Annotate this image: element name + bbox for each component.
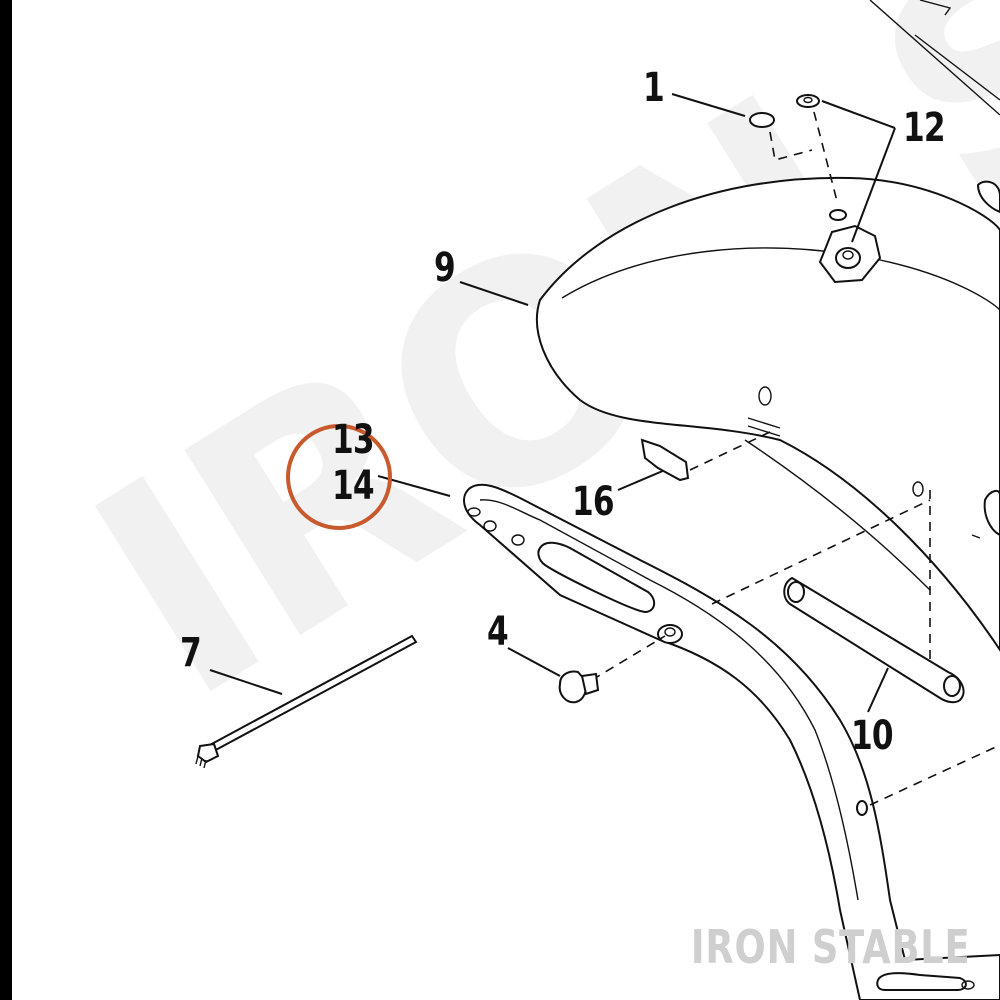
strut-bottom-slot [876,972,967,991]
leader-1 [671,93,746,117]
highlight-circle [286,424,392,530]
right-edge-clip-2 [983,489,1000,537]
cable-tie-end [195,755,207,769]
clip [640,438,690,482]
callout-16: 16 [572,479,615,525]
dash-cap-1 [769,131,813,162]
strut-mount-hole-in [664,627,676,637]
fender-top-edge-2 [914,34,1000,101]
dash-clip [689,431,771,471]
dash-strut-fender [711,499,931,605]
leader-10 [867,667,889,713]
strut-slot [537,541,656,614]
callout-12: 12 [903,105,946,151]
cable-tie [206,634,418,754]
strut-hole-3 [511,534,525,546]
strut-inner [479,499,859,901]
rod-end-1 [787,581,805,603]
strut-side-knob [856,800,868,816]
callout-1: 1 [643,65,665,111]
callout-7: 7 [180,630,202,676]
leader-12b [851,127,896,243]
washer-hole [803,96,813,104]
fender-mount-hole [758,386,772,406]
rod [783,576,965,704]
callout-14: 14 [332,463,375,509]
rod-end-2 [943,675,961,697]
right-edge-clip [976,180,1000,214]
strut-bottom-hole [961,980,975,990]
callout-13: 13 [332,417,375,463]
leader-4 [507,647,561,677]
leader-16 [617,469,666,491]
callout-9: 9 [434,245,456,291]
fender-lower-edge [744,439,931,591]
cap [749,112,775,128]
nut [835,247,861,269]
small-screw-right [971,534,981,539]
callout-10: 10 [851,713,894,759]
cable-tie-head [196,742,220,764]
fender-top-edge [869,0,1000,116]
fender [535,176,1000,652]
nut-small [829,209,847,221]
nut-hole [842,250,854,260]
dash-screw [591,635,666,681]
leader-9 [459,281,529,306]
dash-washer [813,111,839,206]
left-border [0,0,12,1000]
washer [796,94,820,108]
strut-hole-2 [483,520,497,532]
screw-shank [580,672,600,696]
leader-12a [821,100,896,129]
strut-hole-1 [467,507,481,517]
strut [463,483,1000,1000]
dash-lower [869,744,1000,806]
fender-tip [919,0,952,16]
fender-slot [747,417,781,437]
callout-4: 4 [487,609,509,655]
fender-hole-right [912,481,924,497]
leader-7 [209,669,283,695]
strut-mount-hole [657,624,683,644]
brand-logo-text: IRON STABLE [690,920,970,974]
